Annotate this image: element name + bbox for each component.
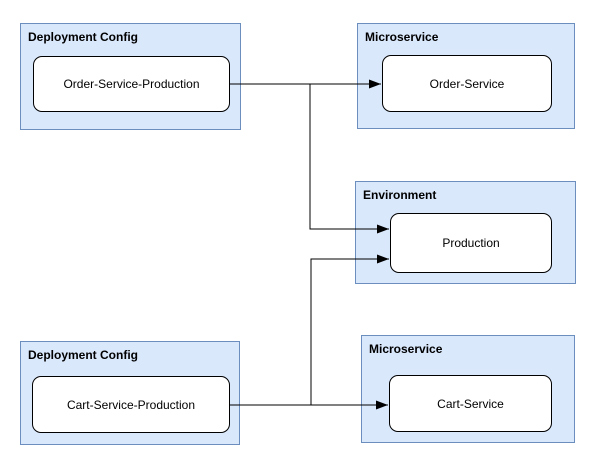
node-cart-service: Cart-Service: [389, 375, 552, 432]
node-label-order-service: Order-Service: [429, 76, 505, 91]
group-title-microservice-bottom: Microservice: [369, 342, 443, 356]
node-order-service-production: Order-Service-Production: [33, 56, 230, 112]
node-label-production: Production: [442, 236, 500, 250]
group-title-environment: Environment: [363, 188, 437, 202]
node-label-cart-service: Cart-Service: [437, 396, 504, 411]
node-production: Production: [390, 213, 552, 273]
node-order-service: Order-Service: [382, 55, 552, 112]
node-label-cart-service-production: Cart-Service-Production: [66, 397, 196, 412]
group-title-deployment-config-bottom: Deployment Config: [28, 348, 138, 362]
node-cart-service-production: Cart-Service-Production: [32, 376, 230, 433]
node-label-order-service-production: Order-Service-Production: [63, 77, 200, 91]
group-title-deployment-config-top: Deployment Config: [28, 30, 138, 44]
group-title-microservice-top: Microservice: [365, 30, 439, 44]
